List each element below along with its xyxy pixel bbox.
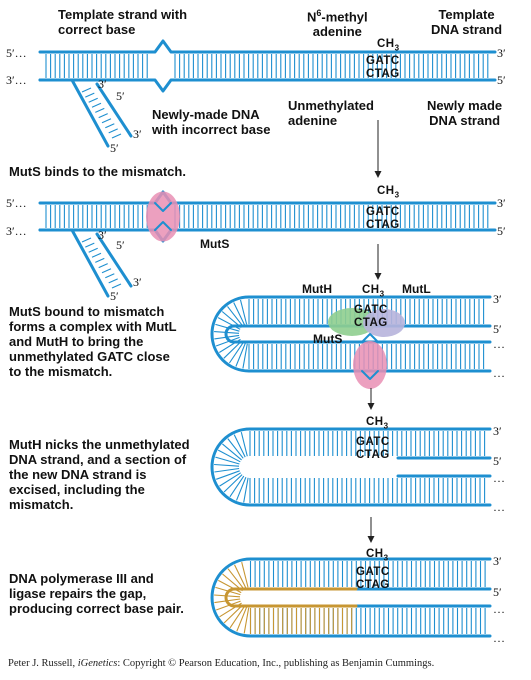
mutL-protein	[363, 309, 405, 337]
mutH-protein	[328, 308, 376, 336]
label-unmethylated-adenine: Unmethylated adenine	[288, 98, 374, 128]
repaired-strand-p5	[224, 587, 358, 608]
label-template-correct-base: Template strand with correct base	[58, 7, 188, 37]
base-pairs-p1-right	[174, 54, 489, 78]
label-newly-made-strand: Newly made DNA strand	[427, 98, 503, 128]
base-pairs-upper-p4	[249, 431, 486, 456]
copyright-credit: Peter J. Russell, iGenetics: Copyright ©…	[8, 658, 435, 669]
mismatch-kink-bottom-p2	[154, 221, 172, 231]
base-pairs-p1-left	[45, 54, 148, 78]
base-pairs-p2-left	[45, 205, 148, 228]
repair-base-pairs-p5	[249, 608, 353, 634]
dangling-base-pairs-p2	[81, 237, 122, 289]
label-template-dna-strand: Template DNA strand	[431, 7, 503, 37]
step-arrow-head	[374, 273, 382, 280]
base-pairs-lower-p4	[249, 478, 486, 503]
loop-base-pairs-p3	[214, 299, 248, 369]
step-arrow-head	[374, 171, 382, 178]
dangling-new-p1	[95, 82, 133, 138]
outer-loop-p5	[210, 557, 492, 638]
label-mutS-2: MutS	[313, 332, 343, 346]
base-pairs-p2-right	[174, 205, 489, 228]
template-strand-p2	[38, 190, 497, 205]
label-newly-made-incorrect: Newly-made DNA with incorrect base	[152, 107, 271, 137]
mismatch-kink-top-p2	[154, 202, 172, 212]
label-n6-methyl-adenine: N6-methyl adenine	[307, 8, 368, 40]
dangling-base-pairs-p1	[81, 87, 122, 139]
dangling-new-p2	[95, 232, 133, 288]
step-mutS-binds: MutS binds to the mismatch.	[9, 164, 186, 179]
new-strand-p1	[38, 78, 497, 93]
label-mutS-1: MutS	[200, 237, 230, 251]
loop-base-pairs-p4	[214, 431, 249, 503]
mutS-protein	[146, 191, 180, 242]
base-pairs-lower-p5	[249, 608, 486, 634]
loop-base-pairs-p5	[214, 561, 250, 634]
step-arrow-head	[367, 536, 375, 543]
mismatch-kink-p3	[361, 333, 379, 343]
label-mutH: MutH	[302, 282, 332, 296]
dangling-template-p1	[38, 78, 110, 148]
new-strand-p2	[38, 228, 497, 243]
outer-loop-p3	[210, 295, 492, 373]
dangling-template-p2	[38, 228, 110, 298]
process-arrows	[367, 120, 382, 543]
step-arrow-head	[367, 403, 375, 410]
template-strand-p1	[38, 39, 497, 54]
label-mutL: MutL	[402, 282, 431, 296]
mutS-protein-complex	[353, 341, 387, 389]
mismatch-kink-p3b	[361, 370, 379, 380]
dna-strands	[38, 39, 497, 638]
base-pairs-upper-p5	[249, 561, 486, 587]
outer-loop-p4	[210, 427, 492, 507]
inner-loop-p3	[224, 324, 492, 344]
